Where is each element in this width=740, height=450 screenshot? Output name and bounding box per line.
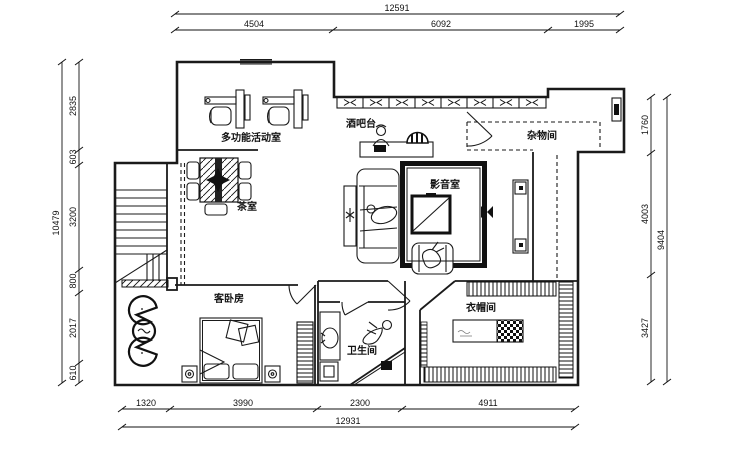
dim-left-1: 2835 [68,96,78,116]
dim-right-total: 9404 [656,230,666,250]
dim-bottom-3: 2300 [350,398,370,408]
tea-table-icon [186,157,252,216]
interior-walls [166,149,578,386]
storage-zone [466,97,622,151]
room-label-tea: 茶室 [236,200,257,213]
nightstand-icon [264,365,281,383]
dim-right-3: 3427 [640,318,650,338]
room-label-bedroom: 客卧房 [213,292,244,305]
speaker-icon [481,206,493,218]
dim-left-4: 800 [68,273,78,288]
dimensions-top: 12591 4504 6092 1995 [170,3,625,34]
dim-left-6: 610 [68,365,78,380]
door-icon [387,280,411,311]
dim-bottom-total: 12931 [335,416,360,426]
round-table-icon [131,318,157,344]
armchair-icon [411,241,454,275]
dim-left-2: 603 [68,149,78,164]
dim-left-5: 2017 [68,318,78,338]
folding-partition-icon [336,96,547,109]
cushion-icon [225,319,249,343]
workstation-icon [204,89,251,129]
outer-walls [113,59,626,387]
person-icon [421,248,442,269]
sofa-icon [356,168,400,264]
person-icon [362,319,393,345]
vanity-sink-icon [319,311,341,361]
dim-top-1: 4504 [244,19,264,29]
door-icon [341,301,369,316]
dim-left-3: 3200 [68,207,78,227]
workstation-icon [262,89,309,129]
room-label-storage: 杂物间 [527,129,557,142]
pillow-icon [232,363,259,380]
island-cabinet-icon [452,319,524,343]
tv-table-icon [410,193,452,235]
nightstand-icon [181,365,198,383]
door-icon [466,111,493,147]
dim-right-2: 4003 [640,204,650,224]
hall-cabinet-icon [512,179,529,254]
dim-bottom-2: 3990 [233,398,253,408]
person-icon [372,124,390,147]
wall-cabinet-icon [614,104,619,115]
washer-icon [319,361,339,382]
cushion-icon [237,324,260,347]
plant-icon [345,208,355,222]
dim-left-total: 10479 [51,210,61,235]
wardrobe-icon [296,321,314,384]
wall-cabinet-icon [611,97,622,122]
bar-counter-icon [359,141,434,158]
hanger-rack-icon [420,281,574,383]
room-label-bath: 卫生间 [347,344,377,357]
fan-chair-icon [127,295,158,326]
door-icon [288,284,317,305]
fan-chair-icon [127,336,158,367]
dim-top-2: 6092 [431,19,451,29]
dim-right-1: 1760 [640,115,650,135]
person-icon [370,205,398,225]
bar-stool-icon [406,131,429,144]
stairs-icon [114,189,169,288]
side-table-icon [343,185,357,247]
dim-bottom-4: 4911 [478,398,497,408]
island-label-marks [457,330,472,337]
star-icon [206,168,230,192]
dim-bottom-1: 1320 [136,398,156,408]
dim-top-total: 12591 [384,3,409,13]
dimensions-bottom: 1320 3990 2300 4911 12931 [117,398,580,431]
room-label-activity: 多功能活动室 [221,131,281,144]
room-label-bar: 酒吧台 [346,117,376,130]
toilet-icon [381,361,392,370]
dim-top-3: 1995 [574,19,594,29]
av-room-walls [400,161,493,268]
bed-icon [199,317,263,384]
dimensions-right: 1760 4003 3427 9404 [640,93,672,386]
dimensions-left: 10479 2835 603 3200 800 2017 610 [51,58,84,387]
person-icon [366,204,376,214]
room-label-av: 影音室 [430,178,460,191]
room-label-cloak: 衣帽间 [466,301,496,314]
